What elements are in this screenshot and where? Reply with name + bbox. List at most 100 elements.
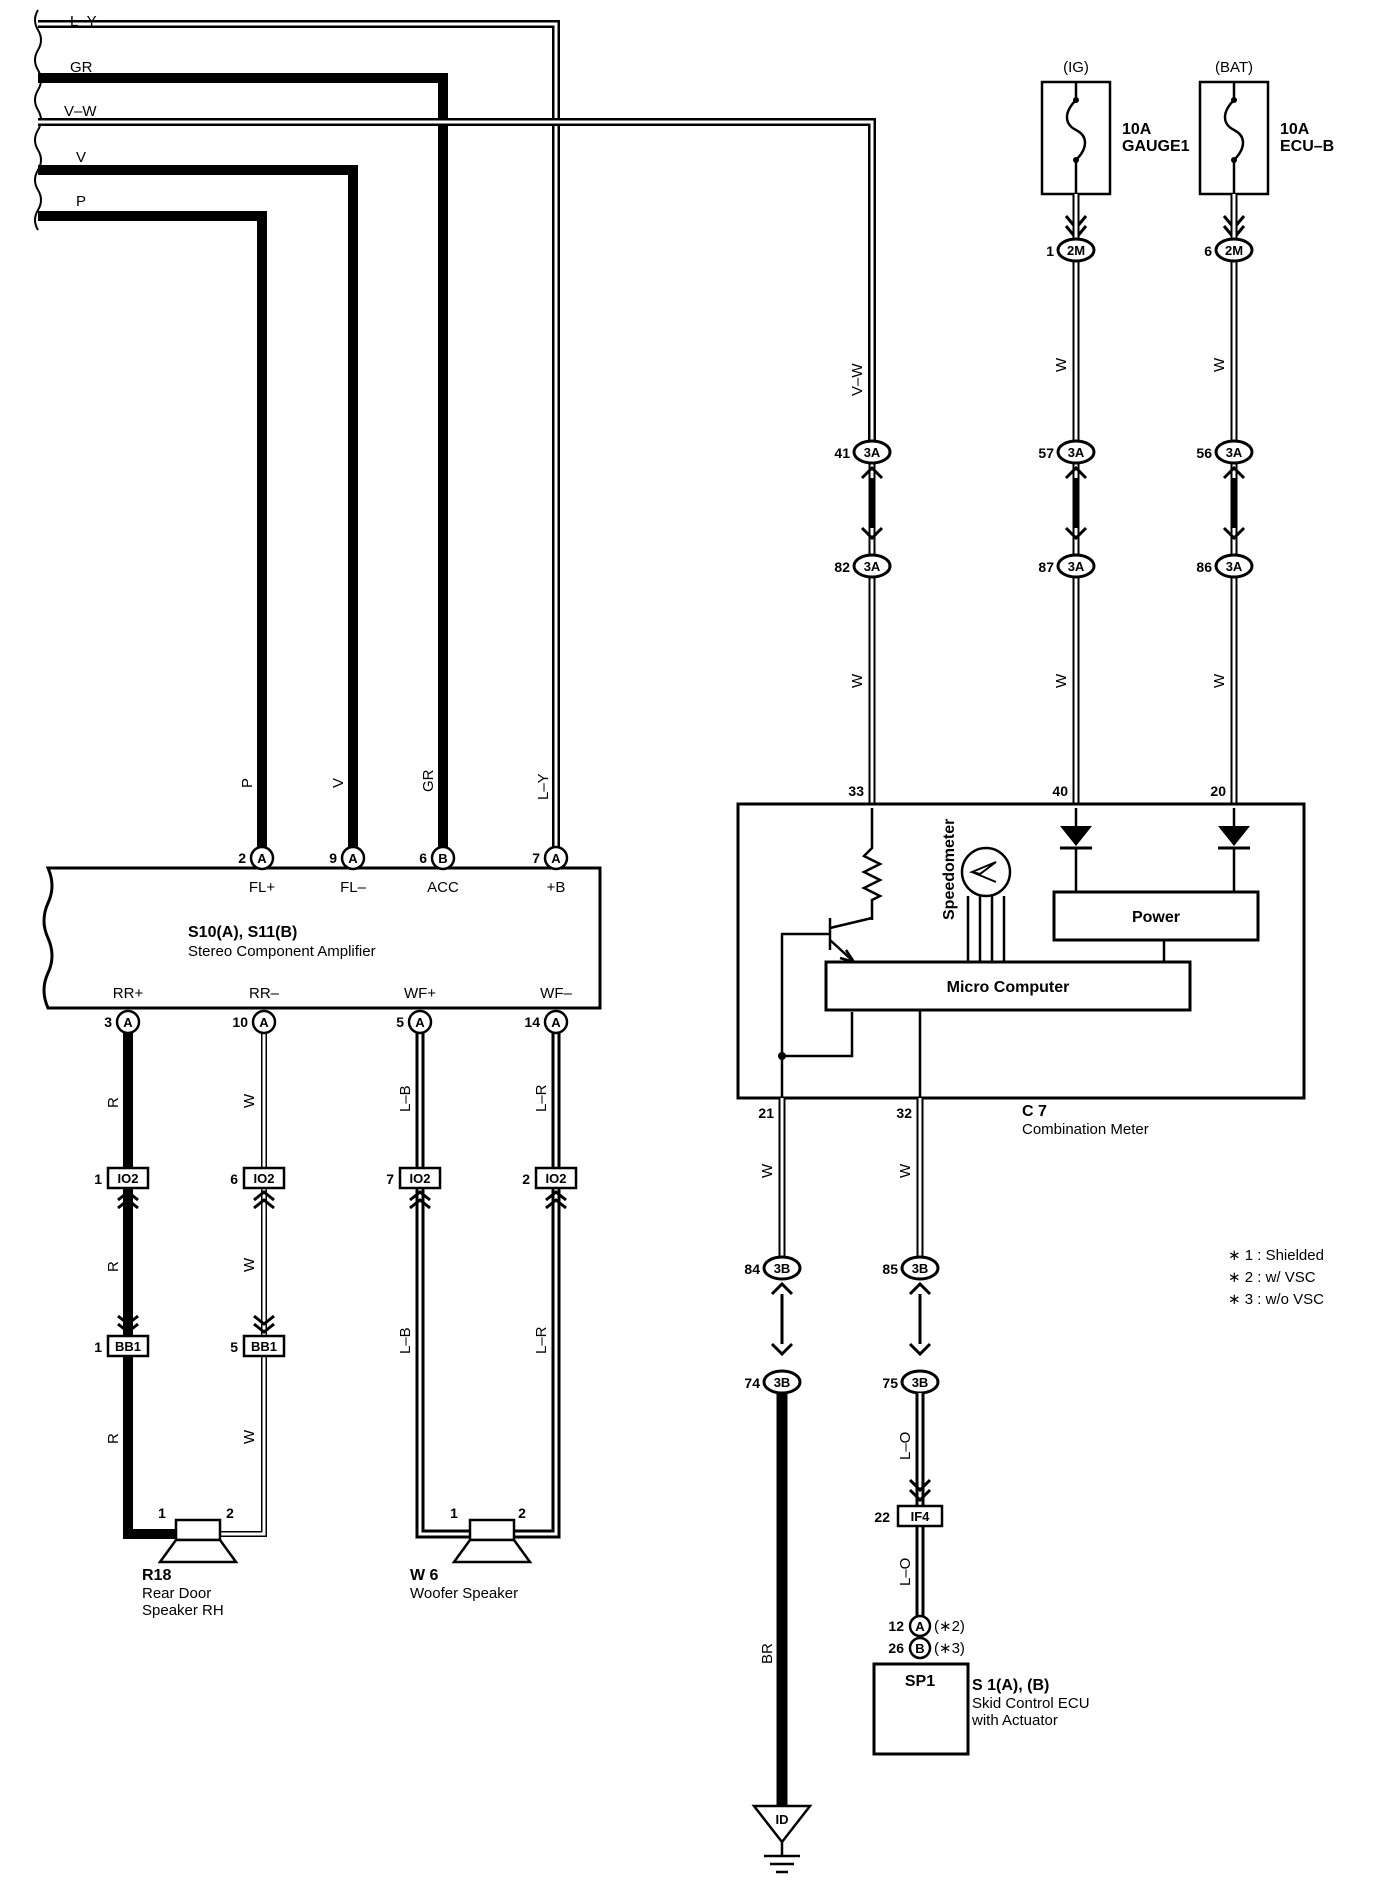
io2-connector: IO2 6 <box>230 1166 286 1210</box>
wire-label: W <box>1211 357 1228 372</box>
io2-connector: IO2 7 <box>386 1166 442 1210</box>
pin-number: 32 <box>896 1105 912 1121</box>
pin-number: 40 <box>1052 783 1068 799</box>
svg-text:6: 6 <box>230 1171 238 1187</box>
svg-text:10A: 10A <box>1122 121 1152 138</box>
svg-text:2M: 2M <box>1067 243 1085 258</box>
svg-text:3B: 3B <box>774 1375 791 1390</box>
skid-control-ecu-box <box>872 1662 970 1756</box>
wire-label: V <box>330 778 347 788</box>
svg-text:IO2: IO2 <box>254 1171 275 1186</box>
wire-p <box>38 211 267 856</box>
svg-text:(BAT): (BAT) <box>1215 59 1253 76</box>
ecu-name: Skid Control ECU <box>972 1695 1090 1712</box>
svg-text:3A: 3A <box>1068 559 1085 574</box>
amplifier-box <box>42 866 602 1010</box>
amp-pin-label: RR– <box>249 985 280 1002</box>
pin-number: 21 <box>758 1105 774 1121</box>
svg-text:2: 2 <box>238 850 246 866</box>
pin-number: 20 <box>1210 783 1226 799</box>
svg-text:1: 1 <box>94 1339 102 1355</box>
wire-label: W <box>241 1429 258 1444</box>
note: ∗ 1 : Shielded <box>1228 1247 1324 1264</box>
svg-text:IO2: IO2 <box>410 1171 431 1186</box>
connector-2m: 2M 1 <box>1046 237 1096 263</box>
connector-3a-pair: 3A 56 3A 86 <box>1196 439 1254 579</box>
svg-text:1: 1 <box>1046 243 1054 259</box>
top-wire-label: GR <box>70 59 93 76</box>
if4-connector: IF4 22 <box>874 1478 944 1528</box>
svg-text:2: 2 <box>522 1171 530 1187</box>
svg-text:10A: 10A <box>1280 121 1310 138</box>
speaker-icon: 1 2 <box>450 1505 533 1564</box>
svg-text:75: 75 <box>882 1375 898 1391</box>
diode-icon <box>1060 808 1092 892</box>
svg-text:FL–: FL– <box>340 879 367 896</box>
svg-text:3A: 3A <box>1226 445 1243 460</box>
svg-text:(∗2): (∗2) <box>934 1618 965 1635</box>
svg-text:IO2: IO2 <box>118 1171 139 1186</box>
pin-number: 33 <box>848 783 864 799</box>
wire-label: L–O <box>897 1432 914 1460</box>
wire-label: L–R <box>533 1326 550 1354</box>
wire-label: L–Y <box>535 773 552 800</box>
wire-label: L–B <box>397 1327 414 1354</box>
amp-pin-label: WF– <box>540 985 572 1002</box>
amp-pin-label: WF+ <box>404 985 436 1002</box>
svg-text:56: 56 <box>1196 445 1212 461</box>
wire-label: BR <box>759 1643 776 1664</box>
svg-text:3A: 3A <box>1068 445 1085 460</box>
speaker-name: Woofer Speaker <box>410 1585 518 1602</box>
svg-text:A: A <box>259 1015 269 1030</box>
wire-label: W <box>1053 673 1070 688</box>
micro-computer-box <box>824 960 1192 1012</box>
ecu-box-label: SP1 <box>905 1673 935 1690</box>
power-box <box>1052 890 1260 942</box>
svg-text:9: 9 <box>329 850 337 866</box>
wire-label: W <box>1053 357 1070 372</box>
amp-bottom-pin: A 10 <box>232 1009 277 1035</box>
svg-text:86: 86 <box>1196 559 1212 575</box>
wire-label: GR <box>420 769 437 792</box>
amp-name: Stereo Component Amplifier <box>188 943 376 960</box>
speedometer-label: Speedometer <box>941 819 958 920</box>
io2-connector: IO2 1 <box>94 1166 150 1210</box>
note: ∗ 3 : w/o VSC <box>1228 1291 1324 1308</box>
top-wire-label: L–Y <box>70 13 97 30</box>
svg-text:41: 41 <box>834 445 850 461</box>
resistor-icon <box>861 808 883 920</box>
svg-text:B: B <box>915 1641 924 1656</box>
svg-text:7: 7 <box>386 1171 394 1187</box>
svg-text:BB1: BB1 <box>251 1339 277 1354</box>
svg-text:3B: 3B <box>912 1261 929 1276</box>
svg-text:12: 12 <box>888 1618 904 1634</box>
svg-text:A: A <box>257 851 267 866</box>
svg-text:26: 26 <box>888 1640 904 1656</box>
svg-text:BB1: BB1 <box>115 1339 141 1354</box>
wire-label: W <box>849 673 866 688</box>
ecu-id: S 1(A), (B) <box>972 1677 1049 1694</box>
amp-id: S10(A), S11(B) <box>188 924 297 941</box>
svg-text:FL+: FL+ <box>249 879 276 896</box>
connector-3b-pair: 3B 84 3B 74 <box>744 1255 802 1395</box>
io2-connector: IO2 2 <box>522 1166 578 1210</box>
wire-label: W <box>241 1093 258 1108</box>
wire-label: W <box>759 1163 776 1178</box>
fuse-gauge1: (IG) 10A GAUGE1 <box>1040 59 1190 196</box>
meter-id: C 7 <box>1022 1103 1047 1120</box>
svg-text:57: 57 <box>1038 445 1054 461</box>
amp-top-pin: B 6 ACC <box>419 845 459 896</box>
svg-text:82: 82 <box>834 559 850 575</box>
svg-text:+B: +B <box>547 879 566 896</box>
svg-text:1: 1 <box>94 1171 102 1187</box>
svg-text:GAUGE1: GAUGE1 <box>1122 138 1190 155</box>
svg-text:IF4: IF4 <box>911 1509 931 1524</box>
svg-text:85: 85 <box>882 1261 898 1277</box>
note: ∗ 2 : w/ VSC <box>1228 1269 1316 1286</box>
svg-text:A: A <box>915 1619 925 1634</box>
connector-2m: 2M 6 <box>1204 237 1254 263</box>
amp-top-pin: A 7 +B <box>532 845 569 896</box>
speedometer-icon <box>960 846 1012 962</box>
svg-text:22: 22 <box>874 1509 890 1525</box>
